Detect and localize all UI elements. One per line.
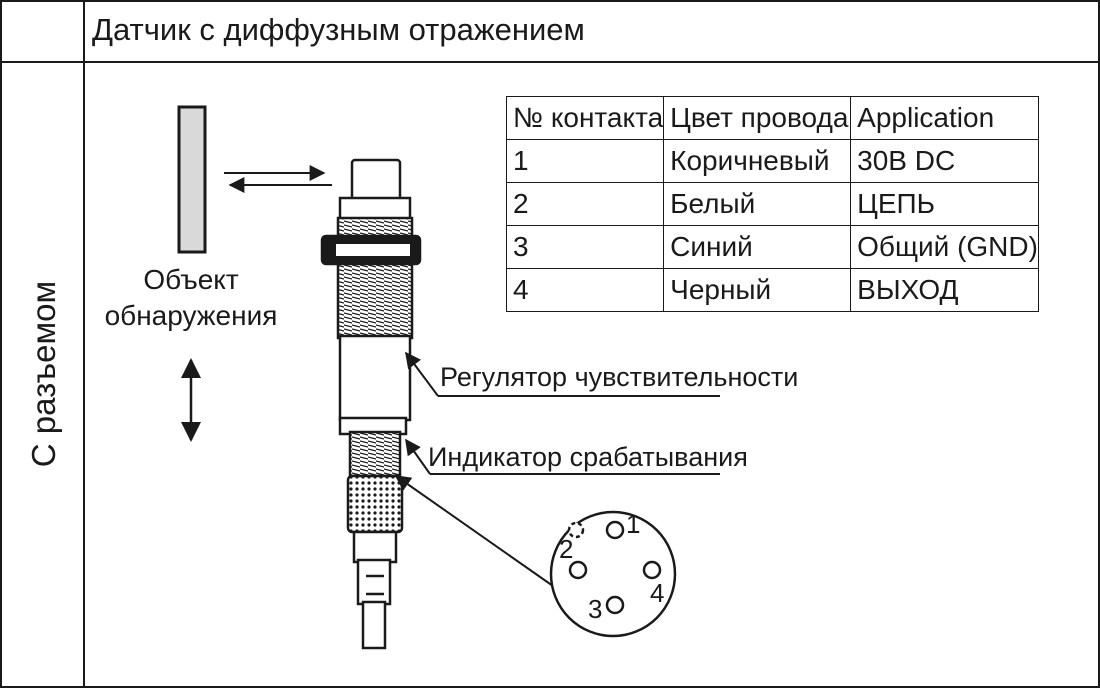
table-cell: Коричневый xyxy=(663,139,852,183)
table-cell: ВЫХОД xyxy=(850,268,1039,312)
diagram-title: Датчик с диффузным отражением xyxy=(92,12,585,47)
pin-4-hole xyxy=(642,560,662,580)
target-object xyxy=(177,105,207,254)
table-cell: 30В DC xyxy=(850,139,1039,183)
table-cell: 4 xyxy=(505,268,665,312)
pin-2-hole xyxy=(567,521,585,539)
table-header: Цвет провода xyxy=(663,96,852,140)
indicator-leader xyxy=(405,438,431,475)
pin-3-hole xyxy=(605,595,625,615)
table-cell: Черный xyxy=(663,268,852,312)
table-cell: 2 xyxy=(505,182,665,226)
table-header: Application xyxy=(850,96,1039,140)
table-row: 2 Белый ЦЕПЬ xyxy=(505,182,1039,226)
table-row: 3 Синий Общий (GND) xyxy=(505,225,1039,269)
table-row: 1 Коричневый 30В DC xyxy=(505,139,1039,183)
indicator-callout: Индикатор срабатывания xyxy=(428,442,748,472)
table-cell: ЦЕПЬ xyxy=(850,182,1039,226)
table-header: № контакта xyxy=(505,96,665,140)
pin-label-1: 1 xyxy=(626,509,641,539)
table-row: 4 Черный ВЫХОД xyxy=(505,268,1039,312)
table-cell: Синий xyxy=(663,225,852,269)
sensitivity-callout: Регулятор чувствительности xyxy=(440,362,799,392)
pin-label-4: 4 xyxy=(650,578,665,608)
table-cell: Общий (GND) xyxy=(850,225,1039,269)
sensor-body xyxy=(320,158,422,650)
pin-1-hole xyxy=(605,520,625,540)
object-label: Объект обнаружения xyxy=(104,264,278,331)
table-cell: Белый xyxy=(663,182,852,226)
connector-face xyxy=(549,510,677,638)
side-label: С разъемом xyxy=(25,280,62,468)
table-header-row: № контакта Цвет провода Application xyxy=(505,96,1039,140)
pin-label-2: 2 xyxy=(559,534,574,564)
pinout-table: № контакта Цвет провода Application 1 Ко… xyxy=(505,96,1039,312)
pinout-leader xyxy=(394,475,554,587)
pin-2-lower-hole xyxy=(568,560,588,580)
pin-label-3: 3 xyxy=(588,594,603,624)
table-cell: 1 xyxy=(505,139,665,183)
table-cell: 3 xyxy=(505,225,665,269)
connector-nut xyxy=(346,474,404,534)
sensitivity-leader xyxy=(405,351,439,397)
